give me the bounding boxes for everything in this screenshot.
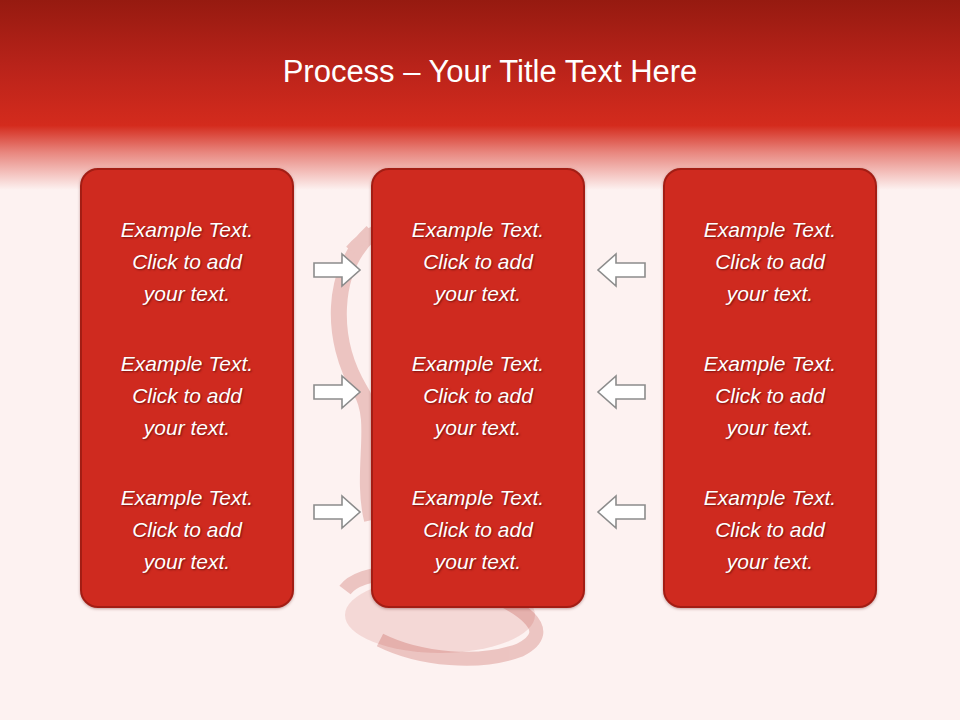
process-box: Example Text. Click to add your text. Exa… [80,168,294,608]
box-text: Example Text. Click to add your text. [695,214,845,310]
box-text: Example Text. Click to add your text. [403,214,553,310]
block-arrow [598,254,645,286]
header-band [0,0,960,190]
box-text: Example Text. Click to add your text. [112,348,262,444]
block-arrow [598,496,645,528]
box-text: Example Text. Click to add your text. [112,214,262,310]
process-box: Example Text. Click to add your text. Exa… [371,168,585,608]
box-text: Example Text. Click to add your text. [695,482,845,578]
block-arrow [314,376,360,408]
slide-title: Process – Your Title Text Here [0,50,960,94]
process-box: Example Text. Click to add your text. Exa… [663,168,877,608]
block-arrow [314,496,360,528]
block-arrow [314,254,360,286]
box-text: Example Text. Click to add your text. [403,482,553,578]
box-text: Example Text. Click to add your text. [112,482,262,578]
box-text: Example Text. Click to add your text. [695,348,845,444]
block-arrow [598,376,645,408]
box-text: Example Text. Click to add your text. [403,348,553,444]
